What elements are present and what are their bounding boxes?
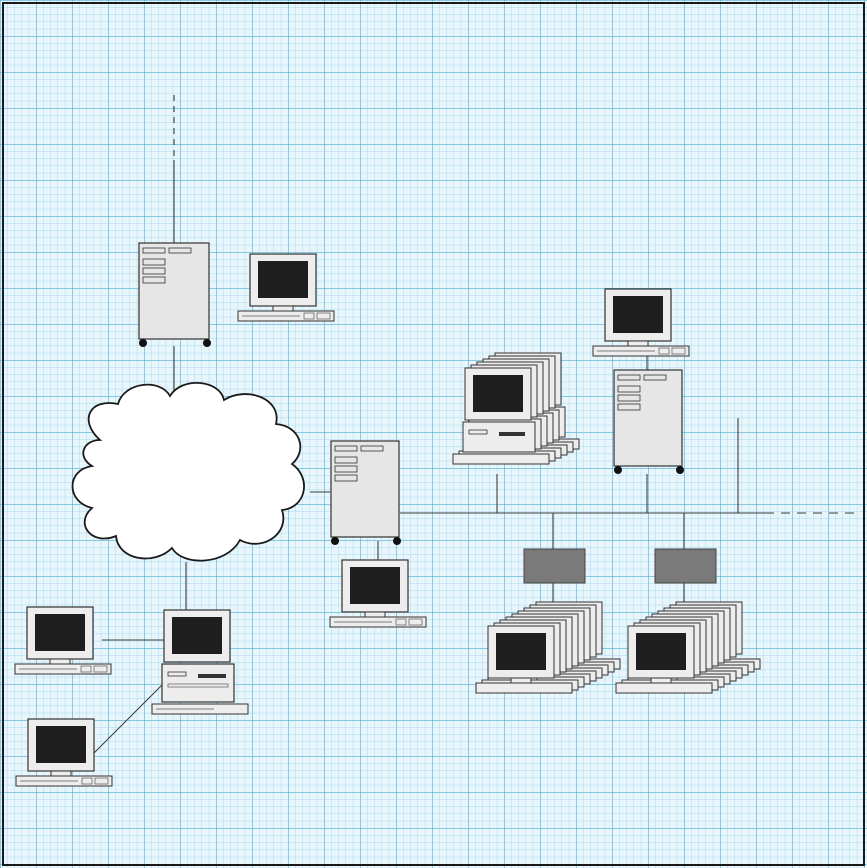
cloud-icon xyxy=(73,383,305,561)
hub-icon xyxy=(655,549,716,583)
workstation-stack-icon xyxy=(453,353,579,464)
hub-icon xyxy=(524,549,585,583)
tower-server-icon xyxy=(139,243,211,347)
tower-server-icon xyxy=(614,370,684,474)
tower-server-icon xyxy=(331,441,401,545)
